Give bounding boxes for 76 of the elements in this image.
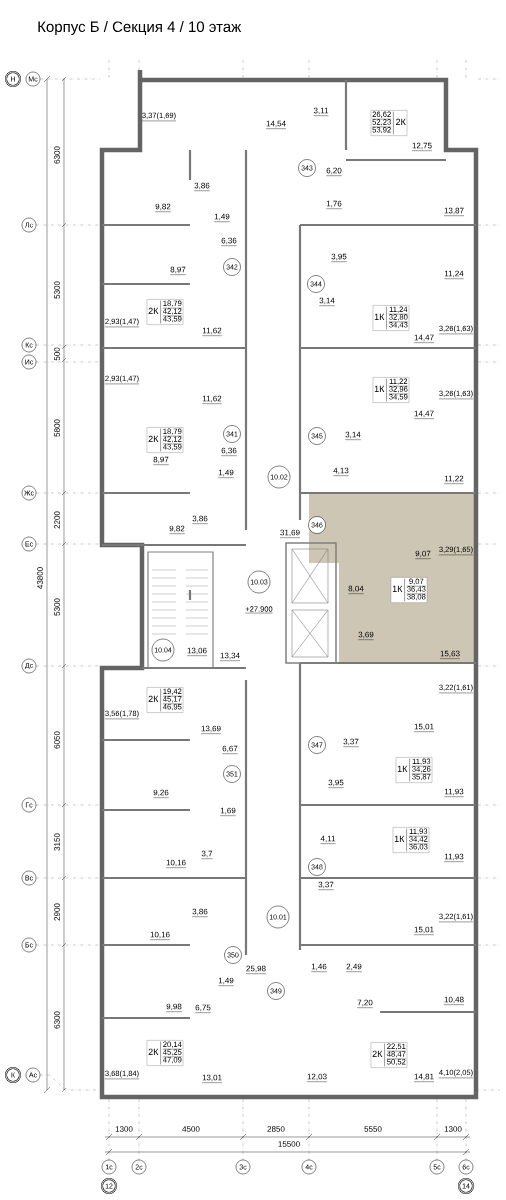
room-area-label: 14,47 — [413, 410, 435, 419]
room-area-label: 6,20 — [326, 167, 342, 176]
dimension-label: 43800 — [37, 567, 43, 589]
room-area-label: 13,34 — [219, 652, 241, 661]
room-area-label: 8,97 — [170, 266, 186, 275]
room-area-label: 13,69 — [200, 725, 222, 734]
dimension-label: 4500 — [182, 1126, 200, 1132]
room-area-label: 10,48 — [443, 996, 465, 1005]
room-area-label: 14,47 — [413, 334, 435, 343]
room-area-label: 31,69 — [279, 529, 301, 538]
room-area-label: 2,49 — [346, 963, 362, 972]
room-area-label: 9,98 — [166, 1003, 182, 1012]
room-area-label: 9,82 — [155, 203, 171, 212]
room-area-label: 11,93 — [444, 788, 464, 797]
room-area-label: 15,01 — [413, 926, 435, 935]
room-area-label: 6,67 — [222, 745, 238, 754]
room-area-label: 4,11 — [320, 835, 336, 844]
room-area-label: 3,95 — [331, 253, 347, 262]
room-area-label: 13,87 — [443, 207, 465, 216]
room-area-label: 3,37 — [318, 881, 334, 890]
room-area-label: 3,86 — [192, 908, 208, 917]
dimension-label: 3150 — [54, 833, 60, 851]
room-area-label: 3,11 — [313, 107, 329, 116]
room-area-label: 1,49 — [218, 469, 234, 478]
room-area-label: 9,26 — [153, 789, 169, 798]
room-area-label: 13,01 — [201, 1074, 223, 1083]
room-area-label: 8,04 — [348, 585, 364, 594]
dimension-label: 1300 — [444, 1126, 462, 1132]
room-area-label: 11,93 — [444, 853, 464, 862]
room-area-label: 1,69 — [220, 807, 236, 816]
room-area-label: 3,69 — [358, 631, 374, 640]
title: Корпус Б / Секция 4 / 10 этаж — [38, 21, 242, 35]
dimension-label: 2200 — [54, 511, 60, 529]
dimension-label: 5300 — [54, 598, 60, 616]
room-area-label: 3,86 — [192, 515, 208, 524]
dimension-label: 2850 — [267, 1126, 285, 1132]
room-area-label: 7,20 — [357, 999, 373, 1008]
room-area-label: 3,14 — [345, 431, 361, 440]
room-area-label: 14,54 — [265, 120, 287, 129]
dimension-label: 6050 — [54, 731, 60, 749]
room-area-label: 1,46 — [311, 963, 327, 972]
room-area-label: 11,62 — [202, 327, 222, 336]
dimension-label: 6300 — [54, 146, 60, 164]
room-area-label: 10,16 — [165, 859, 187, 868]
dimension-label: 15500 — [278, 1141, 300, 1147]
room-area-label: 11,62 — [202, 395, 222, 404]
room-area-label: 3,7 — [201, 850, 213, 859]
room-area-label: 12,75 — [411, 142, 433, 151]
dimension-label: 6300 — [54, 1011, 60, 1029]
dimension-label: 500 — [54, 347, 60, 361]
room-area-label: 3,95 — [328, 779, 344, 788]
room-area-label: 3,86 — [194, 182, 210, 191]
room-area-label: 4,13 — [333, 467, 349, 476]
dimension-label: 5550 — [364, 1126, 382, 1132]
room-area-label: 3,37 — [343, 738, 359, 747]
dimension-label: 5800 — [54, 419, 60, 437]
room-area-label: 13,06 — [186, 647, 208, 656]
room-area-label: 6,36 — [221, 237, 237, 246]
dimension-label: 1300 — [115, 1126, 133, 1132]
dimension-label: 5300 — [54, 281, 60, 299]
room-area-label: 11,24 — [444, 270, 464, 279]
room-area-label: 15,01 — [413, 723, 435, 732]
room-area-label: 11,22 — [444, 475, 464, 484]
room-area-label: 10,16 — [149, 931, 171, 940]
room-area-label: 3,14 — [319, 297, 335, 306]
room-area-label: 1,49 — [218, 977, 234, 986]
room-area-label: 9,82 — [169, 525, 185, 534]
room-area-label: 14,81 — [413, 1073, 435, 1082]
room-area-label: 15,63 — [439, 650, 461, 659]
room-area-label: 6,75 — [195, 1004, 211, 1013]
dimension-label: 2900 — [54, 903, 60, 921]
room-area-label: 9,07 — [415, 550, 431, 559]
room-area-label: 1,76 — [326, 200, 342, 209]
room-area-label: 12,03 — [306, 1073, 328, 1082]
room-area-label: 25,98 — [245, 965, 267, 974]
room-area-label: 1,49 — [214, 213, 230, 222]
